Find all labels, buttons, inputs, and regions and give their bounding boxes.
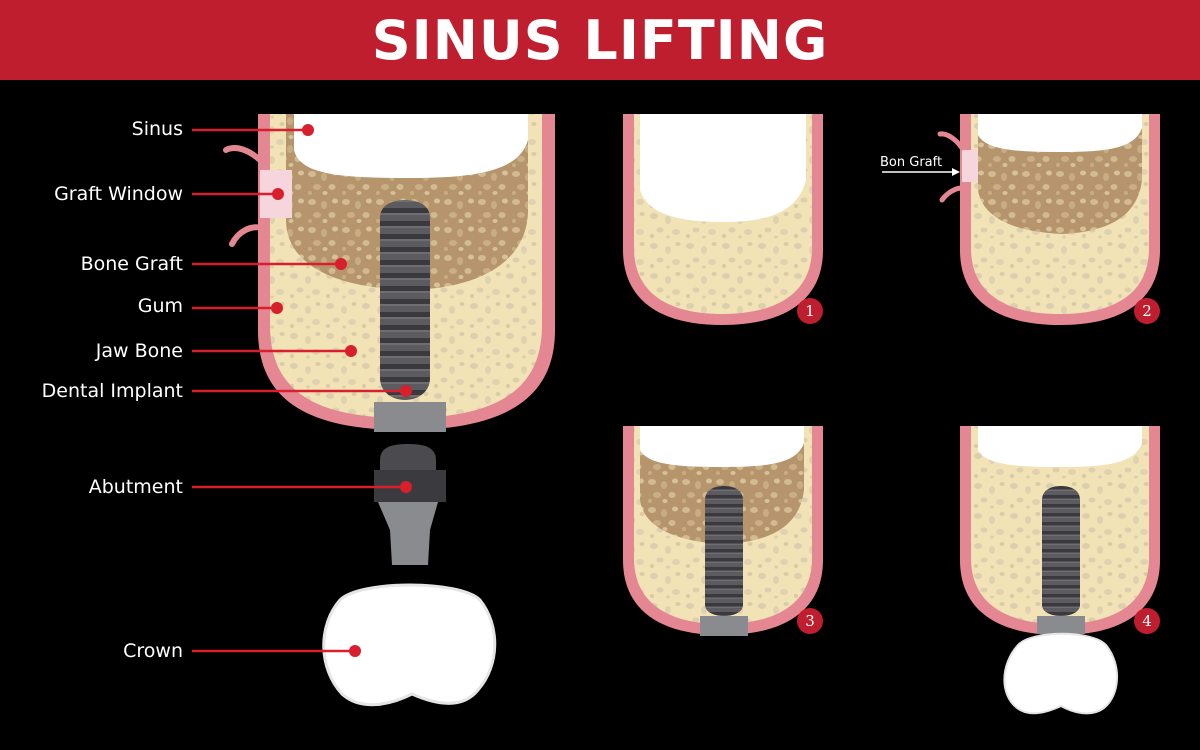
- implant-collar: [374, 402, 446, 432]
- label-bone-graft-text: Bone Graft: [81, 253, 183, 275]
- step-1-number: 1: [805, 302, 815, 320]
- label-bone-graft: Bone Graft: [81, 253, 347, 275]
- label-graft-window-text: Graft Window: [54, 183, 183, 205]
- page-title: SINUS LIFTING: [371, 8, 829, 72]
- label-dental-implant: Dental Implant: [42, 380, 412, 402]
- step-2-panel: Bon Graft 2: [880, 114, 1160, 325]
- label-gum-text: Gum: [138, 295, 183, 317]
- abutment-post: [378, 502, 438, 565]
- step-1-panel: 1: [623, 114, 823, 325]
- main-diagram: [223, 114, 555, 707]
- label-graft-window: Graft Window: [54, 183, 284, 205]
- graft-window-flap-bottom: [229, 224, 265, 247]
- label-crown: Crown: [123, 640, 361, 662]
- step-2-bone-graft-label: Bon Graft: [880, 155, 942, 170]
- label-jaw-bone: Jaw Bone: [95, 340, 357, 362]
- dental-implant: [380, 200, 430, 400]
- graft-window-flap-top: [223, 145, 265, 165]
- label-abutment-text: Abutment: [89, 476, 183, 498]
- step-4-number: 4: [1142, 612, 1152, 630]
- label-crown-text: Crown: [123, 640, 183, 662]
- label-abutment: Abutment: [89, 476, 412, 498]
- crown: [322, 583, 497, 707]
- label-dental-implant-text: Dental Implant: [42, 380, 183, 402]
- label-sinus-text: Sinus: [132, 118, 183, 140]
- step-2-number: 2: [1142, 302, 1152, 320]
- abutment: [380, 444, 436, 470]
- step-3-panel: 3: [623, 426, 823, 636]
- label-gum: Gum: [138, 295, 283, 317]
- label-sinus: Sinus: [132, 118, 314, 140]
- title-banner: SINUS LIFTING: [0, 0, 1200, 80]
- step-4-panel: 4: [960, 426, 1160, 715]
- label-jaw-bone-text: Jaw Bone: [95, 340, 183, 362]
- step-3-number: 3: [805, 612, 815, 630]
- sinus-cavity: [294, 114, 528, 178]
